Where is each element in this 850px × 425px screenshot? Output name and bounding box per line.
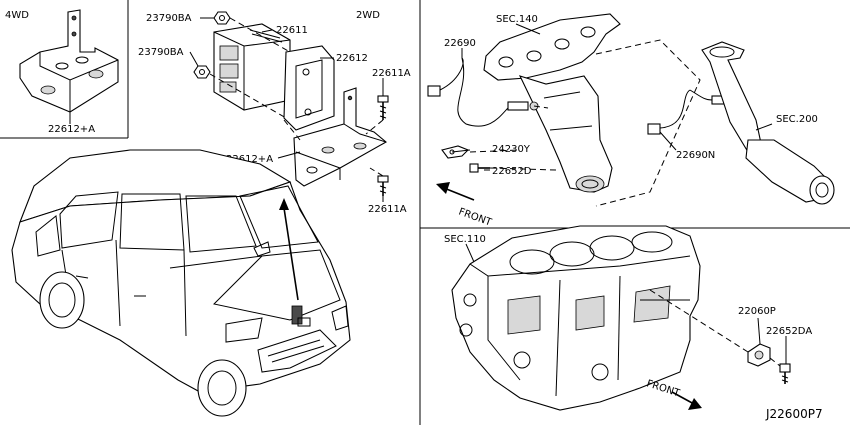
part-label-24230y: 24230Y (492, 144, 531, 155)
part-label-23790ba-mid: 23790BA (138, 47, 184, 58)
part-label-22690n: 22690N (676, 150, 715, 161)
diagram-code: J22600P7 (765, 407, 823, 421)
part-label-22060p: 22060P (738, 306, 776, 317)
knock-sensor-22060p (747, 343, 771, 367)
part-label-22611a-bottom: 22611A (368, 204, 407, 215)
panel-label-4wd: 4WD (5, 10, 29, 21)
engine-block-sec110 (451, 225, 701, 411)
assembly-dashed-lines-ecm (209, 17, 384, 177)
section-label-sec200: SEC.200 (776, 114, 818, 125)
front-label-top: FRONT (457, 206, 494, 228)
ecm-unit-22611 (213, 23, 291, 111)
bolt-22652da (779, 363, 791, 384)
part-label-23790ba-top: 23790BA (146, 13, 192, 24)
part-label-22611a-top: 22611A (372, 68, 411, 79)
section-label-sec140: SEC.140 (496, 14, 538, 25)
section-label-sec110: SEC.110 (444, 234, 486, 245)
front-label-bottom: FRONT (645, 378, 682, 399)
o2-sensor-22690 (427, 57, 539, 127)
ecm-bracket-4wd (19, 9, 119, 124)
front-arrow-top-icon (436, 182, 475, 201)
leader-lines-exhaust (451, 23, 773, 171)
front-tube-sec200 (701, 41, 835, 205)
part-label-22612a-2wd: 22612+A (226, 154, 273, 165)
part-label-22612a-4wd: 22612+A (48, 124, 95, 135)
panel-label-2wd: 2WD (356, 10, 380, 21)
part-label-22611: 22611 (276, 25, 308, 36)
leader-lines-ecm (189, 17, 384, 202)
front-arrow-bottom-icon (671, 391, 702, 410)
bolt-23790ba-mid (193, 65, 211, 79)
vehicle-illustration (11, 149, 351, 417)
part-label-22612: 22612 (336, 53, 368, 64)
exhaust-manifold-sec140 (483, 13, 621, 193)
part-label-22652da: 22652DA (766, 326, 812, 337)
assembly-dashed-lines-exhaust (469, 39, 701, 207)
part-label-22690: 22690 (444, 38, 476, 49)
bolt-22652d (469, 163, 490, 173)
bolt-22611a-bottom (377, 175, 389, 196)
assembly-dashed-lines-engine (649, 289, 781, 367)
bolt-23790ba-top (213, 11, 231, 25)
ecm-bracket-22612 (283, 45, 335, 131)
leader-lines-engine (465, 243, 787, 364)
part-label-22652d: 22652D (492, 166, 532, 177)
ecm-bracket-22612a-2wd (293, 87, 387, 187)
bolt-22611a-top (377, 95, 389, 120)
